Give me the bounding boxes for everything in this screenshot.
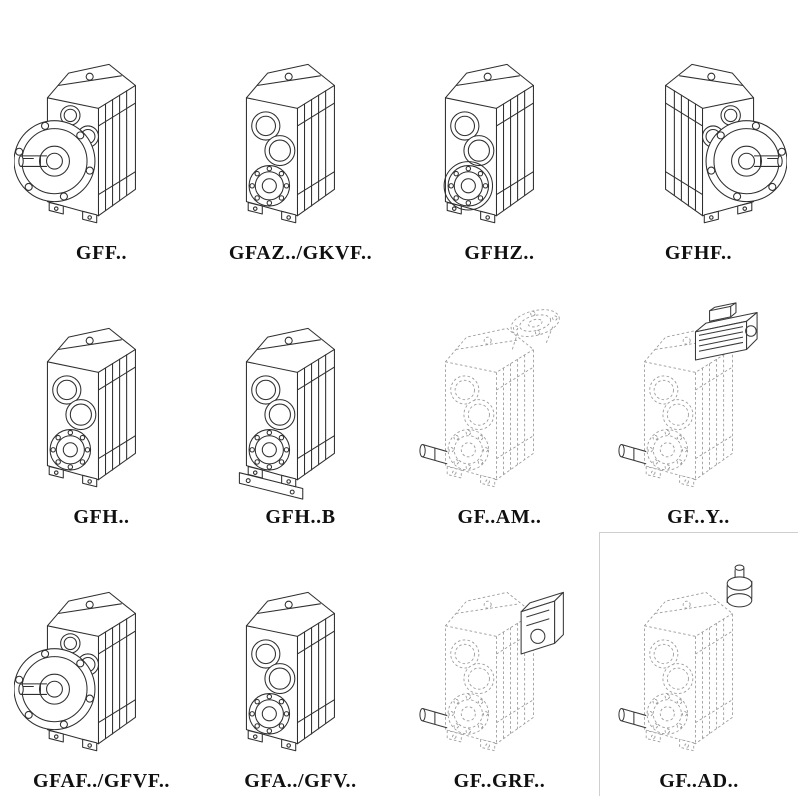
gearbox-shaft-mounted-drawing (245, 591, 335, 752)
catalog-item-gfh: GFH.. (2, 268, 201, 532)
catalog-item-gfhz: GFHZ.. (400, 4, 599, 268)
model-label: GFA../GFV.. (244, 770, 357, 792)
gearbox-flange-mirrored-drawing (664, 63, 787, 224)
gearbox-grid: GFF.. GFAZ../GKVF.. (2, 4, 798, 796)
gearbox-motor-adapter-drawing (418, 304, 563, 488)
gearbox-input-shaft-adapter-drawing (618, 564, 753, 752)
catalog-item-gf-ad: GF..AD.. (599, 532, 798, 796)
model-label: GFHF.. (664, 242, 733, 264)
model-label: GFHZ.. (464, 242, 535, 264)
model-label: GF..AD.. (659, 770, 739, 792)
gearbox-base-plate-drawing (238, 327, 335, 500)
catalog-item-gfa-gfv: GFA../GFV.. (201, 532, 400, 796)
gearbox-flange-output-drawing (13, 591, 136, 752)
gearbox-input-housing-drawing (418, 591, 564, 752)
model-label: GFH.. (73, 506, 130, 528)
gearbox-with-motor-drawing (617, 302, 758, 488)
gearbox-foot-mounted-drawing (46, 327, 136, 488)
model-label: GF..AM.. (457, 506, 542, 528)
catalog-item-gf-y: GF..Y.. (599, 268, 798, 532)
model-label: GF..GRF.. (453, 770, 546, 792)
model-label: GFAZ../GKVF.. (228, 242, 373, 264)
catalog-item-gfhf: GFHF.. (599, 4, 798, 268)
model-label: GF..Y.. (667, 506, 730, 528)
model-label: GFF.. (75, 242, 128, 264)
catalog-item-gfh-b: GFH..B (201, 268, 400, 532)
catalog-item-gfaf-gfvf: GFAF../GFVF.. (2, 532, 201, 796)
gearbox-shrink-disc-drawing (443, 63, 534, 224)
catalog-item-gf-am: GF..AM.. (400, 268, 599, 532)
model-label: GFH..B (265, 506, 336, 528)
gearbox-hollow-shaft-drawing (245, 63, 335, 224)
catalog-item-gff: GFF.. (2, 4, 201, 268)
catalog-item-gf-grf: GF..GRF.. (400, 532, 599, 796)
gearbox-flange-output-drawing (13, 63, 136, 224)
catalog-item-gfaz-gkvf: GFAZ../GKVF.. (201, 4, 400, 268)
model-label: GFAF../GFVF.. (32, 770, 171, 792)
